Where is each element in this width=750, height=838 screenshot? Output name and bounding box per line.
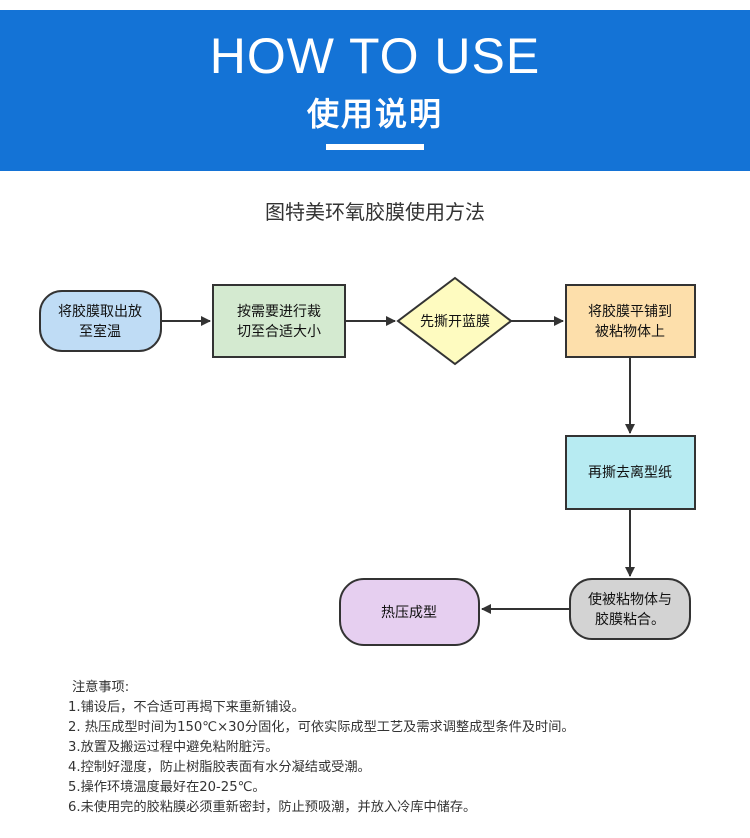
flowchart-title: 图特美环氧胶膜使用方法 [265,200,485,224]
note-item-4: 4.控制好湿度，防止树脂胶表面有水分凝结或受潮。 [68,760,371,775]
note-item-2: 2. 热压成型时间为150℃×30分固化，可依实际成型工艺及需求调整成型条件及时… [68,720,575,735]
node-lay-flat-line-2: 被粘物体上 [595,324,665,340]
note-item-6: 6.未使用完的胶粘膜必须重新密封，防止预吸潮，并放入冷库中储存。 [68,800,477,815]
node-cut-line-2: 切至合适大小 [237,324,321,340]
header-divider [326,144,424,150]
note-item-5: 5.操作环境温度最好在20-25℃。 [68,780,266,795]
node-bond-line-1: 使被粘物体与 [588,591,672,608]
note-item-1: 1.铺设后，不合适可再揭下来重新铺设。 [68,700,305,715]
node-peel-blue-line-1: 先撕开蓝膜 [420,314,490,330]
node-peel-release-line-1: 再撕去离型纸 [588,464,672,481]
header-banner: HOW TO USE 使用说明 [0,10,750,171]
node-peel-blue-shape [396,276,513,366]
node-take-out: 将胶膜取出放 至室温 [39,290,162,352]
node-lay-flat-line-1: 将胶膜平铺到 [588,303,672,320]
node-take-out-line-1: 将胶膜取出放 [58,303,142,320]
node-cut-shape [212,284,346,358]
node-take-out-shape [39,290,162,352]
node-hot-press-line-1: 热压成型 [381,605,437,621]
notes-title: 注意事项: [72,680,130,695]
node-bond: 使被粘物体与 胶膜粘合。 [569,578,691,640]
node-cut: 按需要进行裁 切至合适大小 [212,284,346,358]
header-title-cn: 使用说明 [306,95,443,133]
node-hot-press-shape [339,578,480,646]
node-bond-shape [569,578,691,640]
node-peel-release: 再撕去离型纸 [565,435,696,510]
notes-section: 注意事项: 1.铺设后，不合适可再揭下来重新铺设。 2. 热压成型时间为150℃… [68,678,738,818]
node-peel-blue: 先撕开蓝膜 [396,276,513,366]
node-lay-flat: 将胶膜平铺到 被粘物体上 [565,284,696,358]
node-cut-line-1: 按需要进行裁 [237,304,321,320]
node-bond-line-2: 胶膜粘合。 [595,611,665,628]
node-lay-flat-shape [565,284,696,358]
note-item-3: 3.放置及搬运过程中避免粘附脏污。 [68,740,279,755]
header-title-en: HOW TO USE [209,28,541,84]
node-hot-press: 热压成型 [339,578,480,646]
node-take-out-line-2: 至室温 [79,323,121,340]
node-peel-release-shape [565,435,696,510]
